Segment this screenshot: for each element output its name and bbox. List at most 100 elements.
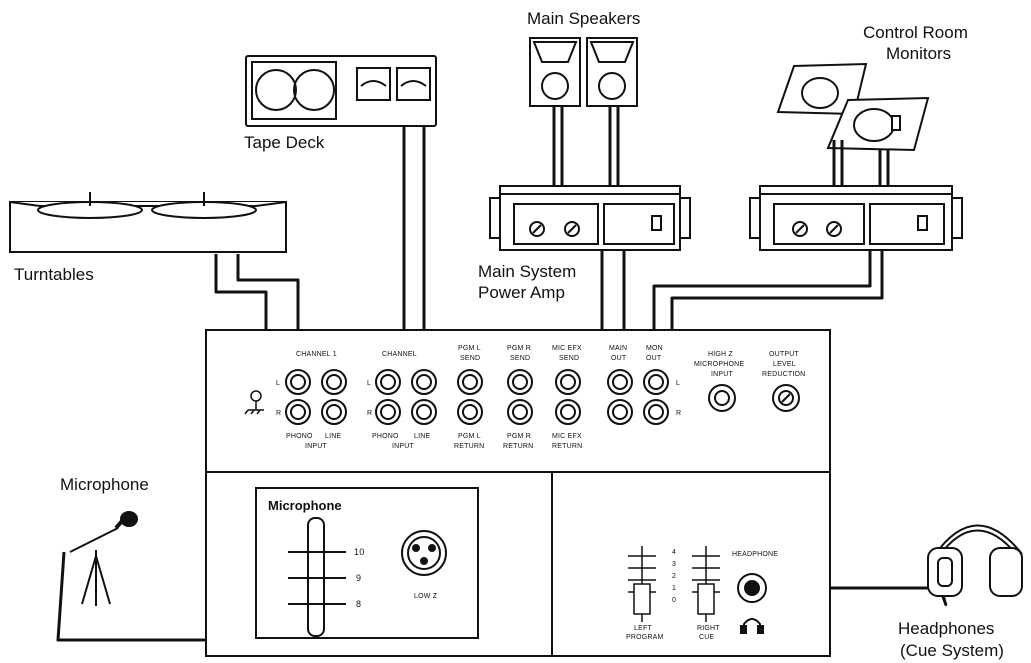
ch1-r-mark: R <box>276 410 281 417</box>
pgm-r-send-jack <box>507 369 533 395</box>
ch1-l-mark: L <box>276 380 280 387</box>
out-r-mark: R <box>676 410 681 417</box>
mic-efx-send-label: MIC EFX <box>552 345 582 352</box>
control-room-monitors <box>776 62 930 152</box>
cue-scale-4: 4 <box>672 549 676 556</box>
ground-terminal-icon <box>244 390 264 415</box>
pgm-l-send-jack <box>457 369 483 395</box>
turntables <box>9 192 287 253</box>
tape-deck-label: Tape Deck <box>244 133 325 152</box>
pgm-l-return-jack <box>457 399 483 425</box>
high-z-label: HIGH Z <box>708 351 733 358</box>
pgm-l-return-label-2: RETURN <box>454 443 484 450</box>
ch1-line-label: LINE <box>325 433 341 440</box>
main-out-r-jack <box>607 399 633 425</box>
ch2-phono-l-jack <box>375 369 401 395</box>
output-level-label-3: REDUCTION <box>762 371 805 378</box>
pgm-r-send-label-2: SEND <box>510 355 530 362</box>
ch1-phono-r-jack <box>285 399 311 425</box>
right-cue-fader <box>692 546 720 622</box>
ch1-line-r-jack <box>321 399 347 425</box>
pgm-l-send-label-2: SEND <box>460 355 480 362</box>
mic-scale-9: 9 <box>356 573 361 583</box>
pgm-r-return-label-2: RETURN <box>503 443 533 450</box>
pgm-r-return-jack <box>507 399 533 425</box>
mic-efx-return-label: MIC EFX <box>552 433 582 440</box>
monitor-power-amp <box>749 185 963 251</box>
ch1-phono-l-jack <box>285 369 311 395</box>
ch2-phono-label: PHONO <box>372 433 399 440</box>
output-level-reduction-knob <box>772 384 800 412</box>
headphone-jack-label: HEADPHONE <box>732 551 778 558</box>
main-speakers <box>529 37 638 107</box>
main-speakers-label: Main Speakers <box>527 9 640 28</box>
ch2-line-l-jack <box>411 369 437 395</box>
out-l-mark: L <box>676 380 680 387</box>
tape-deck <box>245 55 437 127</box>
headphone-icon <box>740 618 764 634</box>
ch1-phono-label: PHONO <box>286 433 313 440</box>
rear-panel-jacks <box>285 369 800 425</box>
main-system-power-amp <box>489 185 691 251</box>
cue-scale-2: 2 <box>672 573 676 580</box>
main-out-label-2: OUT <box>611 355 627 362</box>
microphone-label: Microphone <box>60 475 149 494</box>
mic-panel: Microphone 10 9 8 LOW Z <box>268 498 447 637</box>
microphone-on-stand <box>69 511 138 606</box>
pgm-r-return-label: PGM R <box>507 433 531 440</box>
high-z-label-3: INPUT <box>711 371 734 378</box>
cue-panel: 4 3 2 1 0 LEFT PROGRAM RIGHT CUE HEADPHO… <box>626 546 778 641</box>
mic-efx-return-label-2: RETURN <box>552 443 582 450</box>
xlr-low-z-label: LOW Z <box>414 593 438 600</box>
ch2-phono-r-jack <box>375 399 401 425</box>
turntables-label: Turntables <box>14 265 94 284</box>
xlr-input-jack-icon <box>401 530 447 576</box>
mon-out-label-2: OUT <box>646 355 662 362</box>
power-amp-label-2: Power Amp <box>478 283 565 302</box>
left-program-fader <box>628 546 656 622</box>
headphones <box>927 524 1023 607</box>
control-room-monitors-label-2: Monitors <box>886 44 951 63</box>
right-cue-label: RIGHT <box>697 625 720 632</box>
ch1-input-label: INPUT <box>305 443 328 450</box>
cue-scale-3: 3 <box>672 561 676 568</box>
high-z-mic-input-jack <box>708 384 736 412</box>
mic-panel-title: Microphone <box>268 498 342 513</box>
mic-efx-send-jack <box>555 369 581 395</box>
cue-scale-0: 0 <box>672 597 676 604</box>
cue-scale-1: 1 <box>672 585 676 592</box>
headphones-label-2: (Cue System) <box>900 641 1004 660</box>
ch2-input-label: INPUT <box>392 443 415 450</box>
headphone-jack <box>737 573 767 603</box>
mic-scale-8: 8 <box>356 599 361 609</box>
ch2-line-r-jack <box>411 399 437 425</box>
pgm-l-send-label: PGM L <box>458 345 481 352</box>
main-out-l-jack <box>607 369 633 395</box>
mic-scale-10: 10 <box>354 547 364 557</box>
ch1-line-l-jack <box>321 369 347 395</box>
mic-level-fader <box>288 517 346 637</box>
left-program-label: LEFT <box>634 625 652 632</box>
control-room-monitors-label: Control Room <box>863 23 968 42</box>
ch2-r-mark: R <box>367 410 372 417</box>
pgm-l-return-label: PGM L <box>458 433 481 440</box>
mon-out-label: MON <box>646 345 663 352</box>
right-cue-label-2: CUE <box>699 634 715 641</box>
left-program-label-2: PROGRAM <box>626 634 664 641</box>
channel2-label: CHANNEL <box>382 351 417 358</box>
headphones-label: Headphones <box>898 619 994 638</box>
main-out-label: MAIN <box>609 345 627 352</box>
channel1-label: CHANNEL 1 <box>296 351 337 358</box>
mon-out-r-jack <box>643 399 669 425</box>
pgm-r-send-label: PGM R <box>507 345 531 352</box>
mon-out-l-jack <box>643 369 669 395</box>
high-z-label-2: MICROPHONE <box>694 361 744 368</box>
mic-efx-send-label-2: SEND <box>559 355 579 362</box>
rear-panel-labels: CHANNEL 1 CHANNEL PGM L SEND PGM R SEND … <box>276 345 805 450</box>
ch2-line-label: LINE <box>414 433 430 440</box>
ch2-l-mark: L <box>367 380 371 387</box>
output-level-label: OUTPUT <box>769 351 800 358</box>
output-level-label-2: LEVEL <box>773 361 796 368</box>
power-amp-label: Main System <box>478 262 576 281</box>
